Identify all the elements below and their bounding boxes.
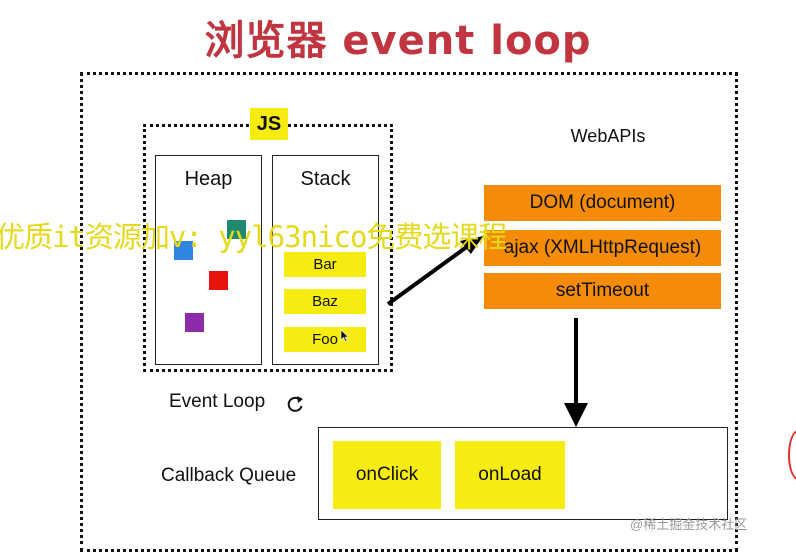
heap-panel: Heap xyxy=(155,155,262,365)
callback-onload: onLoad xyxy=(455,441,565,509)
page-title: 浏览器 event loop xyxy=(204,18,592,64)
heap-object-teal xyxy=(227,220,246,239)
js-engine-label: JS xyxy=(250,108,288,140)
callback-queue-label: Callback Queue xyxy=(161,465,297,486)
stack-to-webapis-arrowhead xyxy=(460,236,483,254)
credit-text: @稀土掘金技术社区 xyxy=(630,517,748,532)
stack-frame-bar: Bar xyxy=(284,252,366,277)
stack-frame-baz: Baz xyxy=(284,289,366,314)
watermark-text: 优质it资源加v: yyl63nico免费选课程 xyxy=(0,220,507,254)
mouse-cursor-icon xyxy=(340,329,350,342)
stack-label: Stack xyxy=(300,168,351,190)
callback-onclick: onClick xyxy=(333,441,441,509)
heap-label: Heap xyxy=(184,168,233,190)
stack-to-webapis-arrow xyxy=(386,244,470,306)
heap-object-purple xyxy=(185,313,204,332)
stack-frame-foo: Foo xyxy=(284,327,366,352)
heap-object-blue xyxy=(174,241,193,260)
event-loop-label: Event Loop xyxy=(169,391,266,412)
webapis-to-queue-arrowhead xyxy=(564,403,588,427)
webapi-settimeout: setTimeout xyxy=(484,273,721,309)
refresh-icon xyxy=(287,396,303,412)
webapis-label: WebAPIs xyxy=(570,126,646,146)
webapi-ajax: ajax (XMLHttpRequest) xyxy=(484,230,721,266)
flow-arrows xyxy=(386,236,588,427)
heap-object-red xyxy=(209,271,228,290)
webapi-dom: DOM (document) xyxy=(484,185,721,221)
